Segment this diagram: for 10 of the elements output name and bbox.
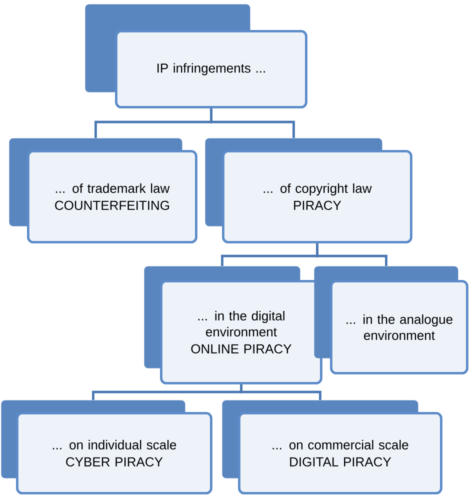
connector (210, 108, 295, 138)
tabbed-box: ... on commercial scale DIGITAL PIRACY (222, 400, 442, 494)
tabbed-box: IP infringements ... (85, 4, 308, 108)
tabbed-box: ... of trademark law COUNTERFEITING (9, 138, 198, 244)
connector (240, 384, 322, 400)
tabbed-box: ... in the analogue environment (314, 266, 468, 374)
connector (316, 243, 388, 266)
tabbed-box: ... of copyright law PIRACY (205, 138, 412, 244)
tabbed-box: ... on individual scale CYBER PIRACY (1, 400, 212, 494)
tabbed-box: ... in the digital environment ONLINE PIRACY (144, 266, 322, 384)
